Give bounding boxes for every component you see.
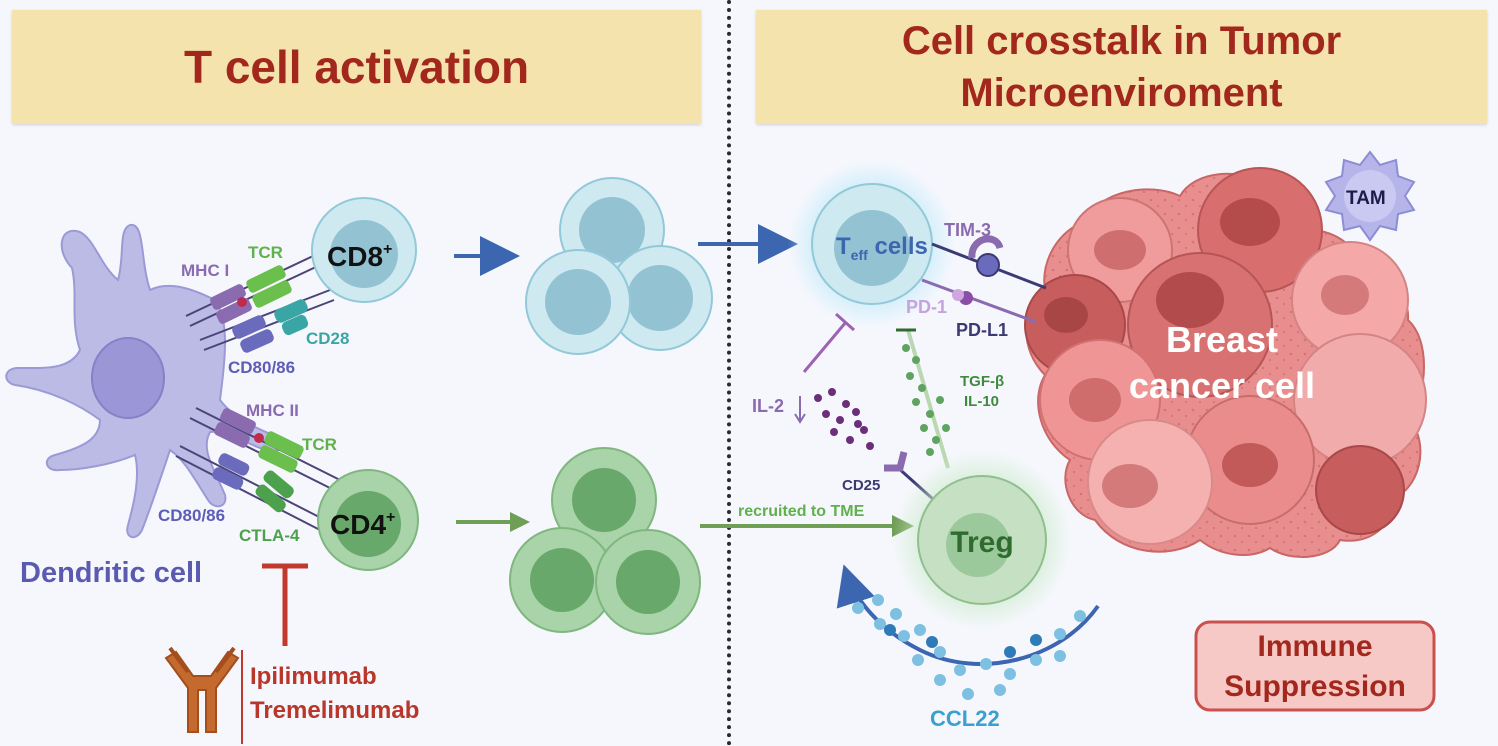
il2-particles	[814, 388, 874, 450]
right-panel-title-line2: Microenviroment	[960, 71, 1283, 115]
mhc1-label: MHC I	[181, 261, 229, 280]
cd28-label: CD28	[306, 329, 349, 348]
immune-suppression-line2: Suppression	[1224, 670, 1406, 703]
tam-cell	[1324, 150, 1416, 242]
tcr2-label: TCR	[302, 435, 337, 454]
treg-label: Treg	[950, 526, 1013, 559]
drug-ipilimumab: Ipilimumab	[250, 663, 377, 690]
tim3-label: TIM-3	[944, 220, 991, 240]
drug-tremelimumab: Tremelimumab	[250, 697, 419, 724]
breast-cancer-cell-cluster	[1024, 167, 1427, 558]
immune-suppression-line1: Immune	[1257, 630, 1372, 663]
breast-cancer-label-line1: Breast	[1166, 319, 1278, 360]
mhc2-label: MHC II	[246, 401, 299, 420]
tcr1-label: TCR	[248, 243, 283, 262]
pd1-label: PD-1	[906, 297, 947, 317]
il2-label: IL-2	[752, 396, 784, 416]
cd8-label: CD8+	[327, 241, 392, 272]
left-panel-header: T cell activation	[12, 10, 701, 124]
treg-cell	[892, 450, 1072, 630]
cd80-86-lower-label: CD80/86	[158, 506, 225, 525]
panel-divider	[727, 0, 731, 746]
cd4-label: CD4+	[330, 509, 395, 540]
cd80-86-upper-label: CD80/86	[228, 358, 295, 377]
ccl22-chemokine	[836, 564, 1100, 700]
immune-suppression-box	[1194, 620, 1436, 712]
il10-label: IL-10	[964, 393, 999, 410]
right-panel-header: Cell crosstalk in Tumor Microenviroment	[756, 10, 1487, 124]
teff-cells-label: Teff cells	[836, 233, 928, 263]
tgf-beta-label: TGF-β	[960, 373, 1004, 390]
cd4-t-cell	[317, 469, 419, 571]
antibody-icon	[164, 646, 240, 733]
cd8-t-cell	[311, 197, 417, 303]
dendritic-cell-label: Dendritic cell	[20, 557, 202, 589]
il2-inhibition	[794, 312, 855, 424]
checkpoint-interactions	[921, 235, 1047, 324]
tam-label: TAM	[1346, 188, 1386, 209]
upper-synapse-receptors	[185, 247, 336, 353]
cd4-clone-cluster	[509, 447, 701, 635]
right-panel-title-line1: Cell crosstalk in Tumor	[901, 19, 1342, 63]
cd8-clone-cluster	[525, 177, 713, 355]
ccl22-label: CCL22	[930, 706, 1000, 731]
ctla4-label: CTLA-4	[239, 526, 300, 545]
left-panel-title: T cell activation	[183, 41, 530, 93]
cd25-label: CD25	[842, 477, 880, 494]
ctla4-inhibition-bar	[262, 563, 308, 646]
teff-cell	[788, 160, 956, 328]
recruited-label: recruited to TME	[738, 503, 865, 520]
breast-cancer-label-line2: cancer cell	[1129, 365, 1315, 406]
pdl1-label: PD-L1	[956, 320, 1008, 340]
tgf-inhibition	[896, 328, 950, 469]
cd4-expansion-arrowhead	[510, 512, 530, 532]
lower-synapse-receptors	[175, 407, 341, 531]
tgf-particles	[902, 344, 950, 456]
